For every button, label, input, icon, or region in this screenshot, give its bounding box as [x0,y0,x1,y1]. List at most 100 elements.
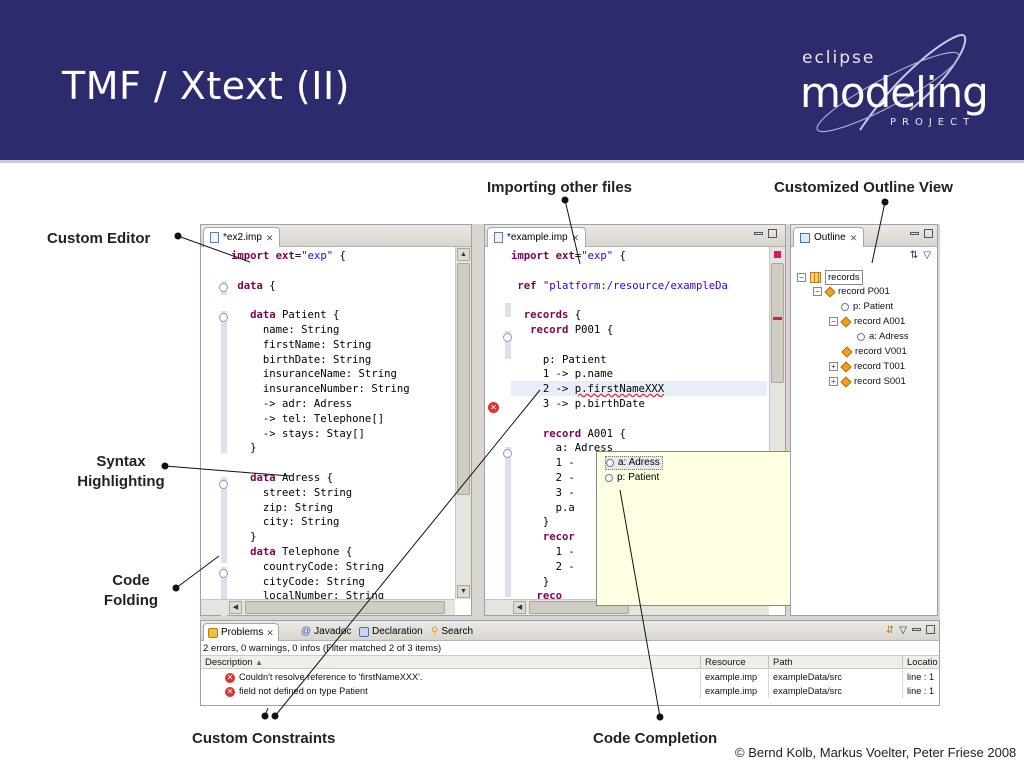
outline-node[interactable]: a: Adress [857,330,909,343]
collapse-icon[interactable]: − [813,287,822,296]
column-location[interactable]: Locatio [907,657,938,668]
tab-declaration[interactable]: Declaration [355,623,427,641]
expand-icon[interactable]: + [829,362,838,371]
tab-search-label: Search [441,626,474,637]
scroll-up-icon[interactable]: ▲ [457,248,470,261]
outline-node[interactable]: + record S001 [829,375,906,388]
outline-node[interactable]: record V001 [841,345,907,358]
editor-example-tabbar: *example.imp ✕ [485,225,785,247]
maximize-icon[interactable] [924,229,933,238]
tab-javadoc-label: Javadoc [314,626,352,637]
fold-icon[interactable] [219,569,228,578]
error-icon[interactable]: ✕ [488,402,499,413]
outline-node[interactable]: + record T001 [829,360,905,373]
scroll-left-icon[interactable]: ◀ [229,601,242,614]
completion-item[interactable]: a: Adress [605,456,663,470]
problem-resource: example.imp [701,670,769,684]
eclipse-modeling-logo: eclipse modeling PROJECT [790,30,1000,140]
outline-node-label: record S001 [854,376,906,387]
close-icon[interactable]: ✕ [266,627,274,638]
scroll-down-icon[interactable]: ▼ [457,585,470,598]
problem-description: ✕Couldn't resolve reference to 'firstNam… [221,670,701,684]
slide-header [0,0,1024,160]
problem-location: line : 1 [907,672,935,682]
annotation-folding-line2: Folding [103,592,159,609]
fold-icon[interactable] [219,313,228,322]
expand-icon[interactable]: + [829,377,838,386]
completion-item[interactable]: p: Patient [605,471,661,485]
annotation-code-folding: Code Folding [92,571,170,611]
close-icon[interactable]: ✕ [849,232,858,243]
filter-icon[interactable]: ⇵ [885,625,895,636]
outline-node[interactable]: p: Patient [841,300,893,313]
editor-ex2-vscroll[interactable]: ▲ ▼ [455,247,471,599]
collapse-icon[interactable]: − [797,273,806,282]
scroll-left-icon[interactable]: ◀ [513,601,526,614]
header-divider [0,160,1024,163]
tab-search[interactable]: ⚲ Search [427,623,477,641]
editor-ex2-code[interactable]: import ext="exp" { data { data Patient {… [231,250,410,603]
problem-description-text: Couldn't resolve reference to 'firstName… [239,672,423,682]
collapse-icon[interactable]: − [829,317,838,326]
problem-description: ✕field not defined on type Patient [221,684,701,698]
annotation-syntax-line1: Syntax [96,453,146,470]
outline-node-label: record A001 [854,316,906,327]
javadoc-icon: @ [301,626,312,637]
outline-node-label: a: Adress [869,331,909,342]
scroll-thumb[interactable] [771,263,784,383]
maximize-icon[interactable] [926,625,935,634]
annotation-importing: Importing other files [487,179,633,196]
tab-outline-label: Outline [814,231,846,243]
error-icon: ✕ [225,686,235,697]
close-icon[interactable]: ✕ [265,232,274,243]
record-icon [840,375,852,388]
editor-ex2-hscroll[interactable]: ◀ [201,599,455,615]
outline-icon [800,232,810,243]
fold-icon[interactable] [219,283,228,292]
copyright-footer: © Bernd Kolb, Markus Voelter, Peter Frie… [735,745,1017,760]
outline-tree: − records − record P001 p: Patient − rec… [791,265,937,615]
outline-node-label: record V001 [855,346,907,357]
outline-tabbar: Outline ✕ [791,225,937,247]
column-resource[interactable]: Resource [701,656,769,669]
outline-node[interactable]: − record P001 [813,285,890,298]
minimize-icon[interactable] [912,628,921,631]
hscroll-thumb[interactable] [245,601,445,614]
editor-window-buttons [754,229,777,238]
table-row[interactable]: ✕field not defined on type Patient examp… [201,684,939,698]
column-description[interactable]: Description ▲ [201,656,701,669]
current-line-highlight [511,381,767,396]
close-icon[interactable]: ✕ [571,232,580,243]
tab-problems-label: Problems [221,626,264,638]
minimize-icon[interactable] [910,232,919,235]
tab-example[interactable]: *example.imp ✕ [487,227,587,247]
outline-node[interactable]: − record A001 [829,315,905,328]
column-path[interactable]: Path [769,656,903,669]
problems-window-buttons: ⇵ ▽ [886,625,935,636]
view-menu-icon[interactable]: ▽ [923,250,931,261]
completion-item-label: p: Patient [617,472,660,483]
minimize-icon[interactable] [754,232,763,235]
scroll-thumb[interactable] [457,263,470,495]
tab-problems[interactable]: Problems ✕ [203,623,279,641]
fold-range [505,331,511,359]
fold-range [505,303,511,317]
tab-outline[interactable]: Outline ✕ [793,227,865,247]
maximize-icon[interactable] [768,229,777,238]
tab-example-label: *example.imp [507,231,568,243]
problems-tabbar: Problems ✕ @ Javadoc Declaration ⚲ Searc… [201,621,939,641]
file-icon [210,232,219,243]
table-row[interactable]: ✕Couldn't resolve reference to 'firstNam… [201,670,939,684]
view-menu-icon[interactable]: ▽ [899,625,907,636]
tab-javadoc[interactable]: @ Javadoc [297,623,355,641]
editor-example-gutter: ✕ [485,247,512,599]
error-ruler-marker[interactable] [773,317,782,320]
tab-ex2[interactable]: *ex2.imp ✕ [203,227,281,247]
field-icon [857,332,865,341]
error-overview-marker[interactable] [774,251,781,258]
column-description-label: Description [205,657,253,668]
outline-node[interactable]: − records [797,270,863,285]
fold-icon[interactable] [503,333,512,342]
fold-icon[interactable] [219,480,228,489]
sort-icon[interactable]: ⇅ [909,250,919,261]
